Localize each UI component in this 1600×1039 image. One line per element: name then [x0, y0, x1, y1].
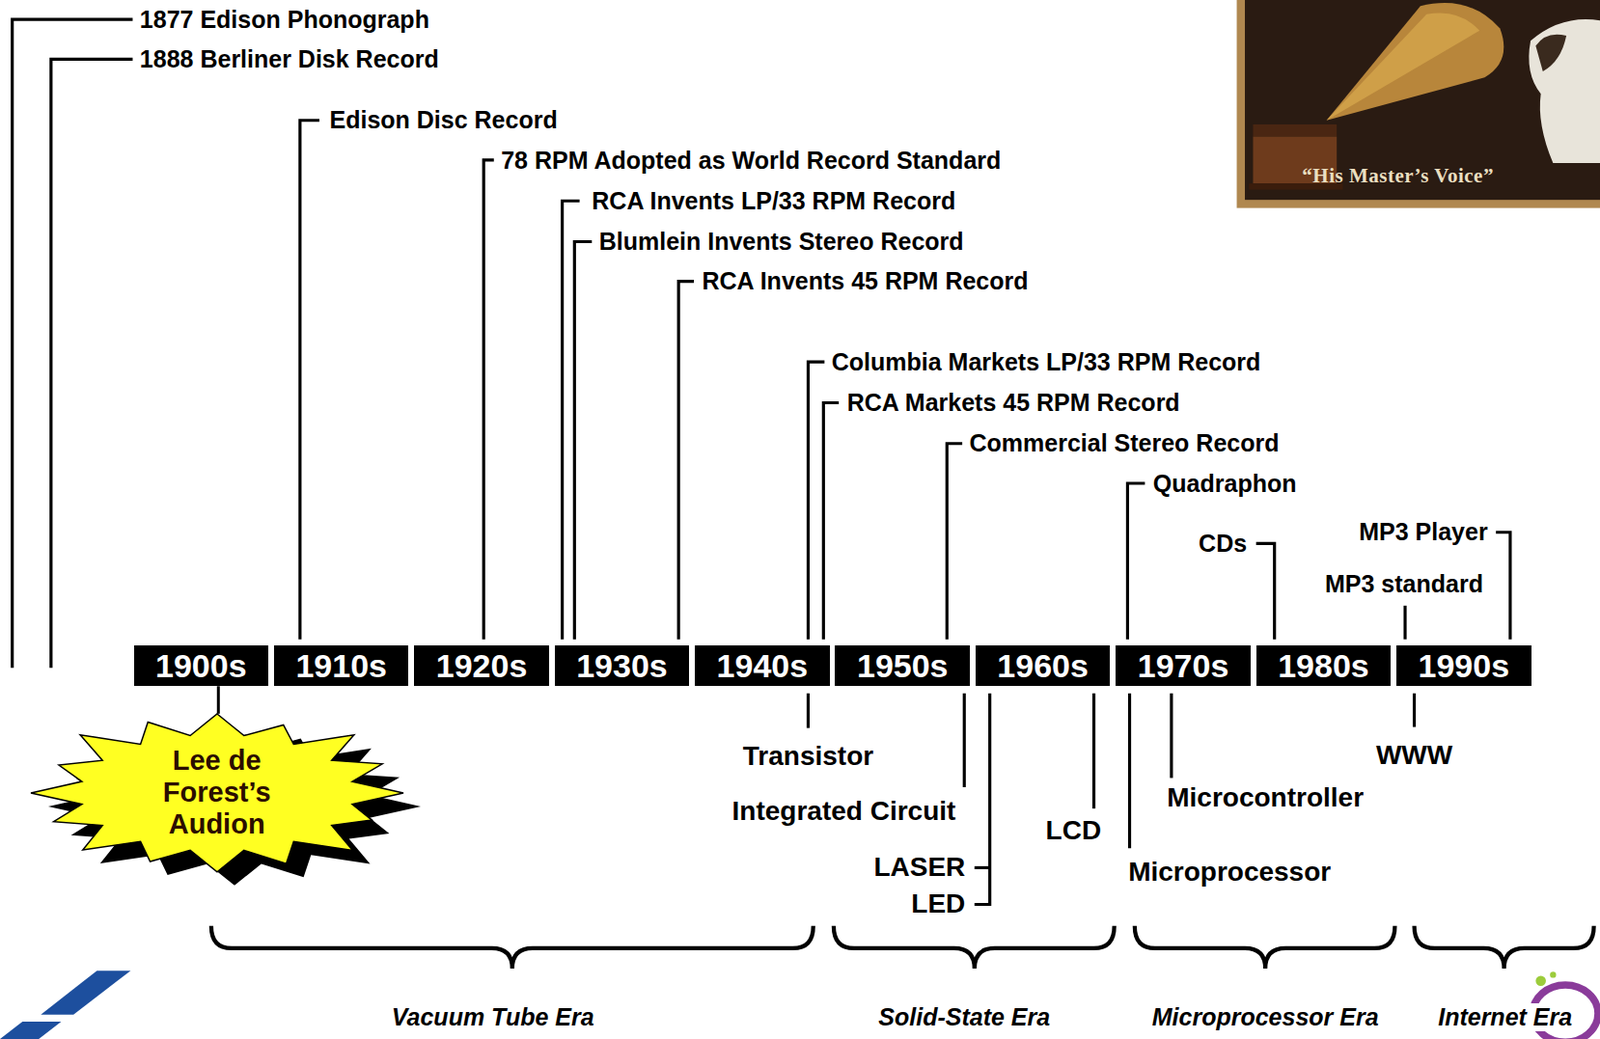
- event-label: CDs: [1198, 529, 1247, 558]
- decade-box: 1940s: [694, 645, 830, 687]
- event-label: Columbia Markets LP/33 RPM Record: [831, 348, 1262, 377]
- event-label: MP3 standard: [1324, 570, 1484, 599]
- decade-box: 1920s: [413, 645, 550, 687]
- event-label: 1888 Berliner Disk Record: [139, 45, 440, 74]
- invention-label: WWW: [1376, 740, 1453, 772]
- decade-box: 1980s: [1256, 645, 1392, 687]
- event-label: Commercial Stereo Record: [969, 429, 1280, 458]
- starburst-fill: [30, 714, 404, 873]
- event-label: Blumlein Invents Stereo Record: [599, 227, 965, 256]
- era-label: Microprocessor Era: [1150, 1003, 1381, 1032]
- invention-label: Transistor: [743, 741, 874, 773]
- event-label: 78 RPM Adopted as World Record Standard: [500, 146, 1001, 175]
- decade-box: 1900s: [134, 645, 270, 687]
- painting: [1237, 0, 1600, 209]
- decade-label: 1910s: [295, 649, 387, 683]
- decade-box: 1960s: [975, 645, 1111, 687]
- event-label: RCA Invents LP/33 RPM Record: [591, 187, 956, 216]
- event-label: 1877 Edison Phonograph: [139, 5, 430, 34]
- event-label: MP3 Player: [1358, 518, 1488, 547]
- invention-label: Microcontroller: [1166, 782, 1364, 814]
- decade-label: 1920s: [436, 649, 528, 683]
- event-label: RCA Markets 45 RPM Record: [847, 388, 1181, 417]
- decade-label: 1930s: [576, 649, 668, 683]
- decade-box: 1910s: [274, 645, 410, 687]
- decade-label: 1940s: [717, 649, 809, 683]
- decade-label: 1900s: [155, 649, 248, 683]
- decade-box: 1930s: [554, 645, 690, 687]
- invention-label: Microprocessor: [1128, 856, 1331, 888]
- connector-line: [217, 686, 221, 715]
- decade-label: 1980s: [1277, 649, 1370, 683]
- painting-caption: “His Master’s Voice”: [1301, 164, 1494, 188]
- era-braces: [211, 926, 1595, 969]
- decade-label: 1960s: [996, 649, 1089, 683]
- event-label: Quadraphon: [1153, 469, 1297, 498]
- decade-label: 1990s: [1418, 649, 1511, 683]
- logo: [0, 970, 1599, 1039]
- decade-label: 1950s: [856, 649, 949, 683]
- invention-label: LASER: [873, 852, 966, 883]
- invention-label: Integrated Circuit: [732, 796, 957, 828]
- decade-box: 1990s: [1396, 645, 1532, 687]
- era-label: Internet Era: [1435, 1003, 1574, 1032]
- decade-box: 1950s: [834, 645, 970, 687]
- event-label: RCA Invents 45 RPM Record: [701, 267, 1028, 296]
- decade-label: 1970s: [1137, 649, 1230, 683]
- decade-box: 1970s: [1115, 645, 1251, 687]
- invention-label: LCD: [1046, 815, 1103, 847]
- era-label: Solid-State Era: [876, 1003, 1052, 1032]
- era-label: Vacuum Tube Era: [389, 1003, 597, 1032]
- callout-text: Lee de Forest’s Audion: [120, 744, 314, 842]
- leader-lines: [12, 19, 1511, 905]
- event-label: Edison Disc Record: [330, 106, 558, 135]
- invention-label: LED: [910, 888, 966, 920]
- starburst-callout: Lee de Forest’s Audion: [30, 714, 404, 873]
